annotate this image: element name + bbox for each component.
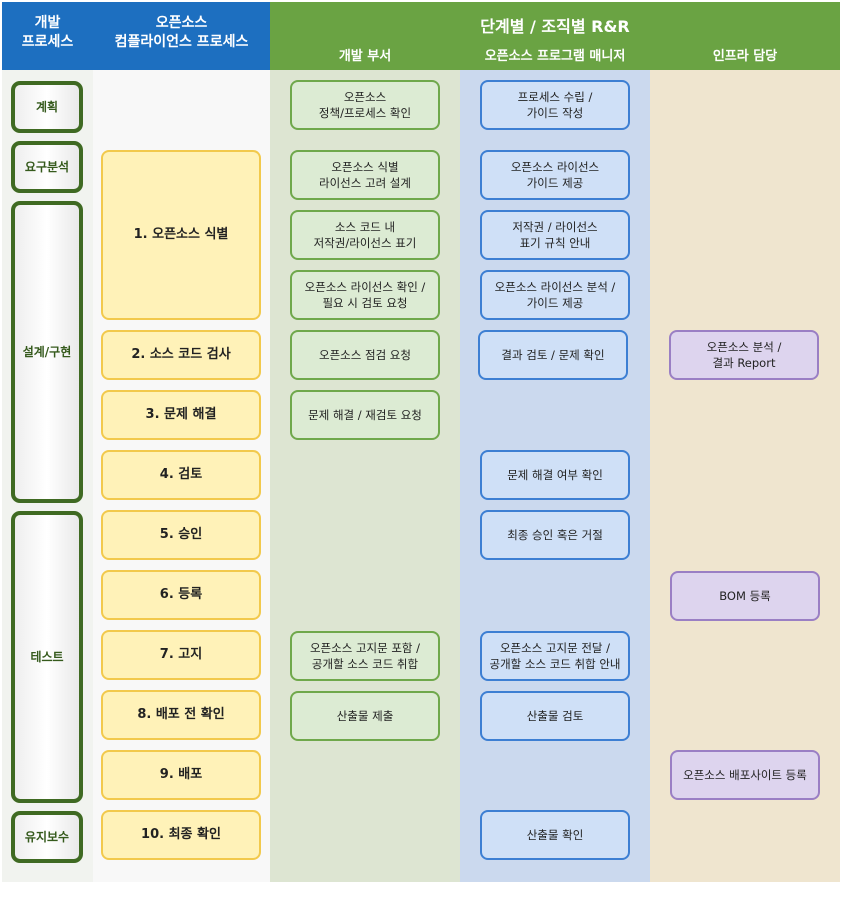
dev-task-scan-request: 오픈소스 점검 요청 (290, 330, 440, 380)
dev-task-resolve-rereview: 문제 해결 / 재검토 요청 (290, 390, 440, 440)
header-blue (2, 2, 270, 70)
dev-task-include-notice: 오픈소스 고지문 포함 / 공개할 소스 코드 취합 (290, 631, 440, 681)
infra-column-header: 인프라 담당 (712, 49, 778, 64)
manager-column-header: 오픈소스 프로그램 매니저 (484, 49, 626, 64)
manager-task-license-guide: 오픈소스 라이선스 가이드 제공 (480, 150, 630, 200)
phase-plan: 계획 (11, 81, 83, 133)
step-3-resolve: 3. 문제 해결 (101, 390, 261, 440)
manager-task-process-guide: 프로세스 수립 / 가이드 작성 (480, 80, 630, 130)
phase-maintenance: 유지보수 (11, 811, 83, 863)
step-4-review: 4. 검토 (101, 450, 261, 500)
step-6-register: 6. 등록 (101, 570, 261, 620)
phase-design-implement: 설계/구현 (11, 201, 83, 503)
dev-task-copyright-notation: 소스 코드 내 저작권/라이선스 표기 (290, 210, 440, 260)
dev-column-header: 개발 부서 (338, 49, 392, 64)
dev-lane (270, 70, 460, 882)
phase-requirements: 요구분석 (11, 141, 83, 193)
header-green (270, 2, 840, 70)
infra-lane (650, 70, 840, 882)
step-7-notice: 7. 고지 (101, 630, 261, 680)
manager-task-resolution-check: 문제 해결 여부 확인 (480, 450, 630, 500)
step-10-final-check: 10. 최종 확인 (101, 810, 261, 860)
manager-task-notation-rules: 저작권 / 라이선스 표기 규칙 안내 (480, 210, 630, 260)
step-5-approve: 5. 승인 (101, 510, 261, 560)
manager-task-confirm-output: 산출물 확인 (480, 810, 630, 860)
compliance-process-header: 오픈소스 컴플라이언스 프로세스 (114, 15, 249, 50)
manager-task-deliver-notice: 오픈소스 고지문 전달 / 공개할 소스 코드 취합 안내 (480, 631, 630, 681)
dev-task-license-check: 오픈소스 라이선스 확인 / 필요 시 검토 요청 (290, 270, 440, 320)
dev-task-identify-design: 오픈소스 식별 라이선스 고려 설계 (290, 150, 440, 200)
step-2-scan: 2. 소스 코드 검사 (101, 330, 261, 380)
manager-task-license-analysis: 오픈소스 라이선스 분석 / 가이드 제공 (480, 270, 630, 320)
infra-task-bom-register: BOM 등록 (670, 571, 820, 621)
infra-task-distribution-site: 오픈소스 배포사이트 등록 (670, 750, 820, 800)
dev-task-policy-check: 오픈소스 정책/프로세스 확인 (290, 80, 440, 130)
manager-task-result-review: 결과 검토 / 문제 확인 (478, 330, 628, 380)
manager-task-review-output: 산출물 검토 (480, 691, 630, 741)
step-1-identify: 1. 오픈소스 식별 (101, 150, 261, 320)
step-8-predistribution-check: 8. 배포 전 확인 (101, 690, 261, 740)
rr-title: 단계별 / 조직별 R&R (480, 17, 630, 36)
dev-task-submit-output: 산출물 제출 (290, 691, 440, 741)
step-9-distribute: 9. 배포 (101, 750, 261, 800)
phase-test: 테스트 (11, 511, 83, 803)
dev-process-header: 개발 프로세스 (21, 15, 74, 50)
manager-task-final-approval: 최종 승인 혹은 거절 (480, 510, 630, 560)
infra-task-analysis-report: 오픈소스 분석 / 결과 Report (669, 330, 819, 380)
